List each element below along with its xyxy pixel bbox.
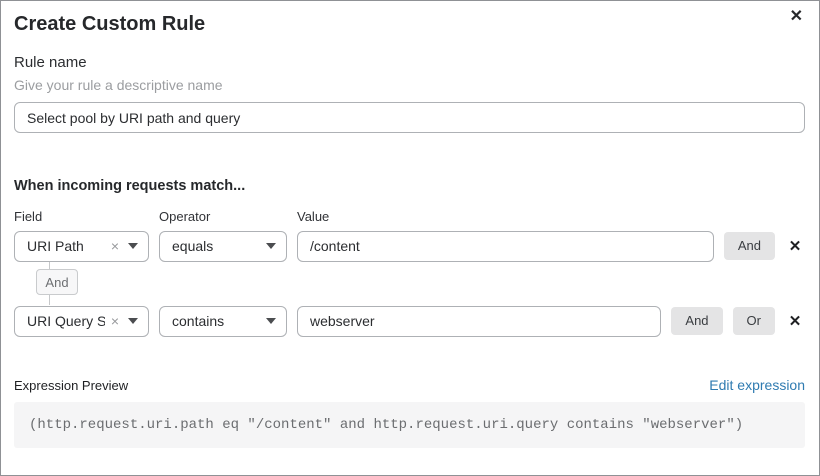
close-icon[interactable]: ✕ bbox=[789, 8, 803, 25]
field-select[interactable]: URI Query St... × bbox=[14, 305, 149, 337]
and-button[interactable]: And bbox=[671, 307, 723, 335]
condition-row: URI Path × equals And ✕ bbox=[14, 230, 805, 262]
rule-name-label: Rule name bbox=[14, 54, 87, 71]
value-input[interactable] bbox=[297, 305, 662, 337]
operator-select[interactable]: equals bbox=[159, 230, 287, 262]
match-heading: When incoming requests match... bbox=[14, 178, 246, 194]
field-select[interactable]: URI Path × bbox=[14, 230, 149, 262]
connector-line bbox=[49, 295, 50, 305]
operator-select-value: equals bbox=[172, 238, 214, 254]
clear-icon[interactable]: × bbox=[110, 238, 119, 254]
operator-column-label: Operator bbox=[159, 209, 211, 224]
rule-name-hint: Give your rule a descriptive name bbox=[14, 77, 223, 93]
connector-and-badge: And bbox=[36, 269, 78, 295]
dialog-title: Create Custom Rule bbox=[14, 13, 206, 35]
or-button[interactable]: Or bbox=[732, 307, 775, 335]
value-column-label: Value bbox=[297, 209, 330, 224]
caret-down-icon bbox=[128, 318, 138, 324]
clear-icon[interactable]: × bbox=[110, 313, 119, 329]
field-column-label: Field bbox=[14, 209, 43, 224]
caret-down-icon bbox=[266, 243, 276, 249]
caret-down-icon bbox=[128, 243, 138, 249]
connector-line bbox=[49, 262, 50, 269]
operator-select-value: contains bbox=[172, 313, 225, 329]
caret-down-icon bbox=[266, 318, 276, 324]
remove-row-icon[interactable]: ✕ bbox=[788, 313, 802, 330]
column-headers: Field Operator Value bbox=[14, 209, 805, 225]
field-select-value: URI Path bbox=[27, 238, 84, 254]
condition-row: URI Query St... × contains And Or ✕ bbox=[14, 305, 805, 337]
and-connector: And bbox=[36, 262, 805, 305]
and-button[interactable]: And bbox=[723, 232, 775, 260]
expression-code-block: (http.request.uri.path eq "/content" and… bbox=[14, 402, 805, 448]
operator-select[interactable]: contains bbox=[159, 305, 287, 337]
value-input[interactable] bbox=[297, 230, 714, 262]
edit-expression-link[interactable]: Edit expression bbox=[709, 377, 805, 393]
expression-preview-label: Expression Preview bbox=[14, 378, 129, 393]
remove-row-icon[interactable]: ✕ bbox=[788, 238, 802, 255]
expression-header: Expression Preview Edit expression bbox=[14, 377, 805, 393]
rule-name-input[interactable] bbox=[14, 102, 805, 133]
field-select-value: URI Query St... bbox=[27, 313, 105, 329]
